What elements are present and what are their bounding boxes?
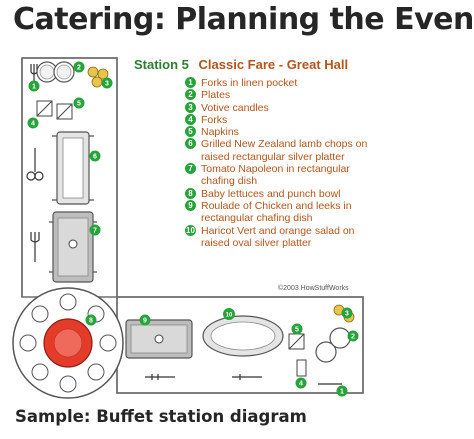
utensils-bottom-icon — [145, 374, 342, 385]
legend-item: 10 Haricot Vert and orange salad on raise… — [185, 224, 371, 250]
svg-text:4: 4 — [31, 121, 35, 128]
napkins-bottom-icon — [288, 333, 305, 350]
svg-text:3: 3 — [105, 81, 109, 88]
legend-list: 1 Forks in linen pocket 2 Plates 3 Votive c… — [185, 77, 371, 249]
caption: Sample: Buffet station diagram — [15, 407, 307, 426]
copyright-notice: ©2003 HowStuffWorks — [278, 285, 349, 292]
svg-text:1: 1 — [340, 389, 344, 396]
svg-text:5: 5 — [77, 101, 81, 108]
legend-badge: 3 — [185, 101, 196, 113]
svg-text:5: 5 — [295, 327, 299, 334]
serving-fork-icon — [30, 232, 40, 262]
legend-text: Haricot Vert and orange salad on raised … — [201, 224, 355, 249]
svg-text:3: 3 — [345, 311, 349, 318]
svg-text:10: 10 — [226, 313, 233, 319]
page-title: Catering: Planning the Event — [13, 2, 474, 37]
svg-text:1: 1 — [32, 84, 36, 91]
svg-text:2: 2 — [351, 334, 355, 341]
legend-text: Votive candles — [201, 101, 269, 114]
legend-badge: 1 — [185, 77, 196, 88]
legend-item: 1 Forks in linen pocket — [185, 77, 371, 89]
napkins-icon — [36, 100, 73, 120]
legend-item: 4 Forks — [185, 113, 371, 126]
legend-item: 8 Baby lettuces and punch bowl — [185, 187, 371, 200]
plates-icon — [36, 61, 75, 83]
legend-item: 7 Tomato Napoleon in rectangular chafing … — [185, 163, 371, 188]
buffet-diagram: 1 2 3 4 5 6 7 8 9 10 3 5 2 4 1 — [12, 57, 364, 399]
legend-badge: 2 — [185, 89, 196, 101]
legend-text: Baby lettuces and punch bowl — [201, 187, 341, 200]
legend-text: Tomato Napoleon in rectangular chafing d… — [201, 163, 350, 188]
legend-badge: 7 — [185, 163, 196, 175]
station-name: Classic Fare - Great Hall — [198, 57, 349, 72]
legend-text: Grilled New Zealand lamb chops on raised… — [201, 138, 368, 163]
legend-badge: 6 — [185, 138, 196, 150]
legend-text: Forks — [201, 113, 228, 126]
svg-text:8: 8 — [89, 318, 93, 325]
legend-text: Roulade of Chicken and leeks in rectangu… — [201, 199, 352, 225]
legend-badge: 5 — [185, 126, 196, 138]
legend-text: Plates — [201, 89, 231, 102]
chafing-dish-icon — [49, 211, 97, 283]
legend-item: 5 Napkins — [185, 126, 371, 138]
legend-badge: 9 — [185, 199, 196, 211]
legend-item: 9 Roulade of Chicken and leeks in rectang… — [185, 199, 371, 225]
legend-badge: 8 — [185, 187, 196, 199]
forks-bottom-icon — [296, 359, 307, 377]
svg-text:2: 2 — [77, 65, 81, 72]
svg-text:9: 9 — [143, 318, 147, 325]
plates-bottom-icon — [315, 327, 351, 363]
legend-item: 2 Plates — [185, 89, 371, 101]
legend-badge: 10 — [185, 224, 196, 236]
votive-candles-icon — [87, 66, 109, 88]
legend-text: Forks in linen pocket — [201, 77, 298, 89]
svg-text:6: 6 — [93, 154, 97, 161]
legend-badge: 4 — [185, 113, 196, 125]
tongs-icon — [26, 148, 44, 181]
station-number: Station 5 — [134, 57, 189, 72]
legend-item: 6 Grilled New Zealand lamb chops on raise… — [185, 138, 371, 163]
legend-text: Napkins — [201, 126, 239, 139]
oval-platter-icon — [202, 315, 284, 357]
punch-bowl-table — [12, 287, 124, 399]
chafing-dish-bottom-icon — [125, 319, 193, 359]
svg-text:4: 4 — [299, 381, 303, 388]
station-heading: Station 5 Classic Fare - Great Hall — [134, 57, 348, 72]
diagram-markers: 1 2 3 4 5 6 7 8 9 10 3 5 2 4 1 — [27, 61, 359, 397]
legend-item: 3 Votive candles — [185, 101, 371, 114]
silver-platter-icon — [52, 131, 94, 205]
svg-text:7: 7 — [93, 228, 97, 235]
